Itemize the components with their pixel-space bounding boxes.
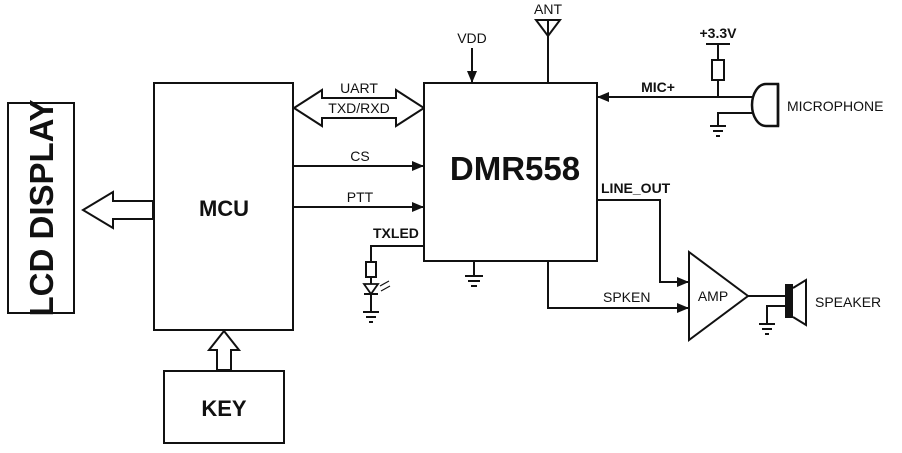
microphone-label: MICROPHONE [787, 98, 883, 114]
spken-line [547, 262, 689, 313]
microphone-icon [717, 82, 780, 128]
speaker-ground-icon [759, 323, 775, 335]
spken-label: SPKEN [603, 289, 650, 305]
line-out-line [598, 199, 689, 287]
lcd-display-label: LCD DISPLAY [23, 100, 60, 317]
txled-ground-icon [363, 311, 379, 323]
chip-ground-icon [465, 262, 483, 287]
ptt-label: PTT [347, 189, 374, 205]
mic-ground-icon [710, 125, 726, 137]
txd-rxd-label: TXD/RXD [328, 100, 389, 116]
speaker-label: SPEAKER [815, 294, 881, 310]
dmr558-block: DMR558 [423, 82, 598, 262]
txled-circuit [362, 245, 424, 323]
ant-label: ANT [534, 1, 562, 17]
speaker-icon [766, 278, 807, 327]
led-icon [362, 283, 380, 296]
mcu-to-lcd-arrow [81, 190, 154, 230]
antenna-icon [534, 19, 562, 83]
bias-resistor [706, 43, 730, 97]
cs-label: CS [350, 148, 369, 164]
vdd-label: VDD [457, 30, 487, 46]
dmr558-label: DMR558 [450, 150, 580, 187]
key-block: KEY [163, 370, 285, 444]
mic-plus-label: MIC+ [641, 79, 675, 95]
mcu-block: MCU [153, 82, 294, 331]
txled-label: TXLED [373, 225, 419, 241]
key-label: KEY [201, 396, 247, 421]
mcu-label: MCU [199, 196, 249, 221]
line-out-label: LINE_OUT [601, 180, 671, 196]
supply-label: +3.3V [700, 25, 738, 41]
amp-label: AMP [698, 288, 728, 304]
lcd-display-block: LCD DISPLAY [7, 100, 75, 317]
amp-block: AMP [688, 250, 750, 342]
key-to-mcu-arrow [206, 329, 242, 371]
uart-label: UART [340, 80, 378, 96]
